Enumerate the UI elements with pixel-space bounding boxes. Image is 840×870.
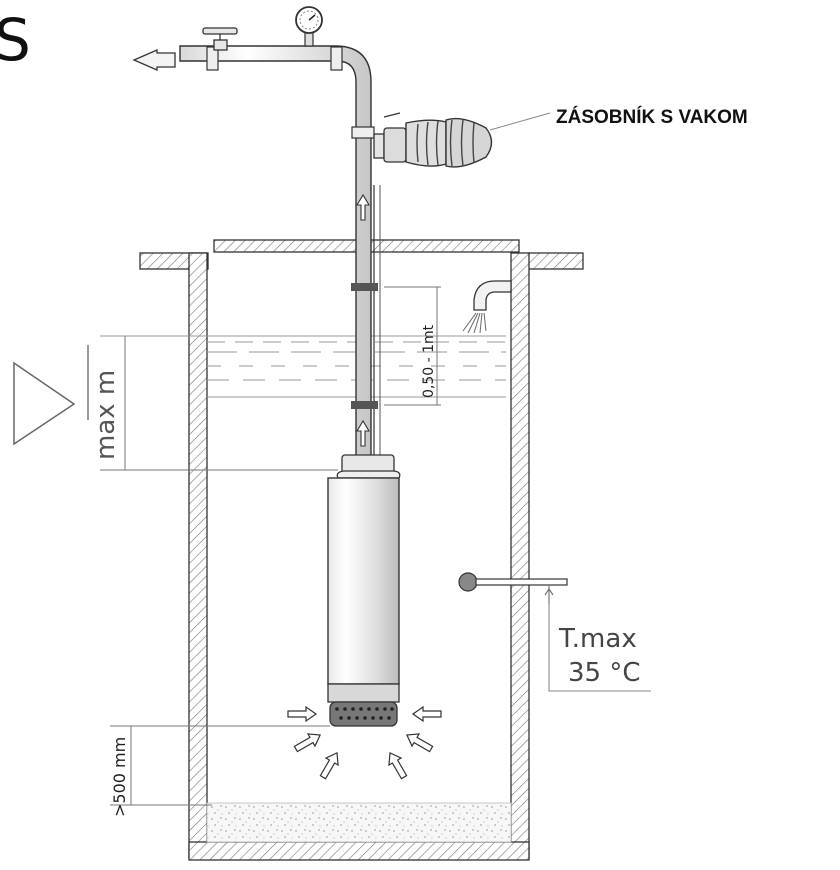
submersible-pump [327,454,401,727]
corner-glyph: S [0,6,31,74]
thermometer-icon [458,572,651,692]
pipe-clamp [351,401,378,409]
flow-arrow-icon [411,705,442,723]
water-level-dimension [100,336,338,471]
flow-arrow-icon [405,733,434,753]
valve-icon [202,27,238,51]
flow-arrow-icon [319,751,339,780]
gap-dimension-label: 0,50 - 1mt [421,324,437,398]
temperature-label: T.max [558,624,637,654]
water-level-triangle-icon [13,361,76,446]
pipe-fitting [330,46,343,71]
flow-arrow-icon [388,751,408,780]
pipe-fitting [206,46,219,71]
pressure-gauge-icon [295,6,323,47]
bladder-tank [405,117,493,168]
bottom-clearance-label: >500 mm [110,737,129,817]
water-spray-icon [462,312,487,334]
pipe-clamp [351,283,378,291]
sediment-layer [206,802,512,843]
outlet-arrow-icon [132,49,176,71]
bottom-clearance-dimension [110,725,330,806]
intake-arrows [287,705,442,780]
discharge-pipe [179,45,381,468]
gap-dimension [384,286,441,406]
flow-arrow-icon [356,193,370,447]
inflow-spout [462,280,512,334]
tank-connection [373,112,407,163]
tank-label-leader [489,112,551,131]
water-level-label: max m [91,370,121,460]
well-shaft [188,252,530,861]
water-surface [100,335,506,398]
pipe-fitting [351,126,375,139]
flow-arrow-icon [293,733,322,753]
flow-arrow-icon [287,705,318,723]
tank-label: ZÁSOBNÍK S VAKOM [556,106,748,128]
temperature-value: 35 °C [568,658,641,688]
pump-inlet-screen [329,701,398,727]
